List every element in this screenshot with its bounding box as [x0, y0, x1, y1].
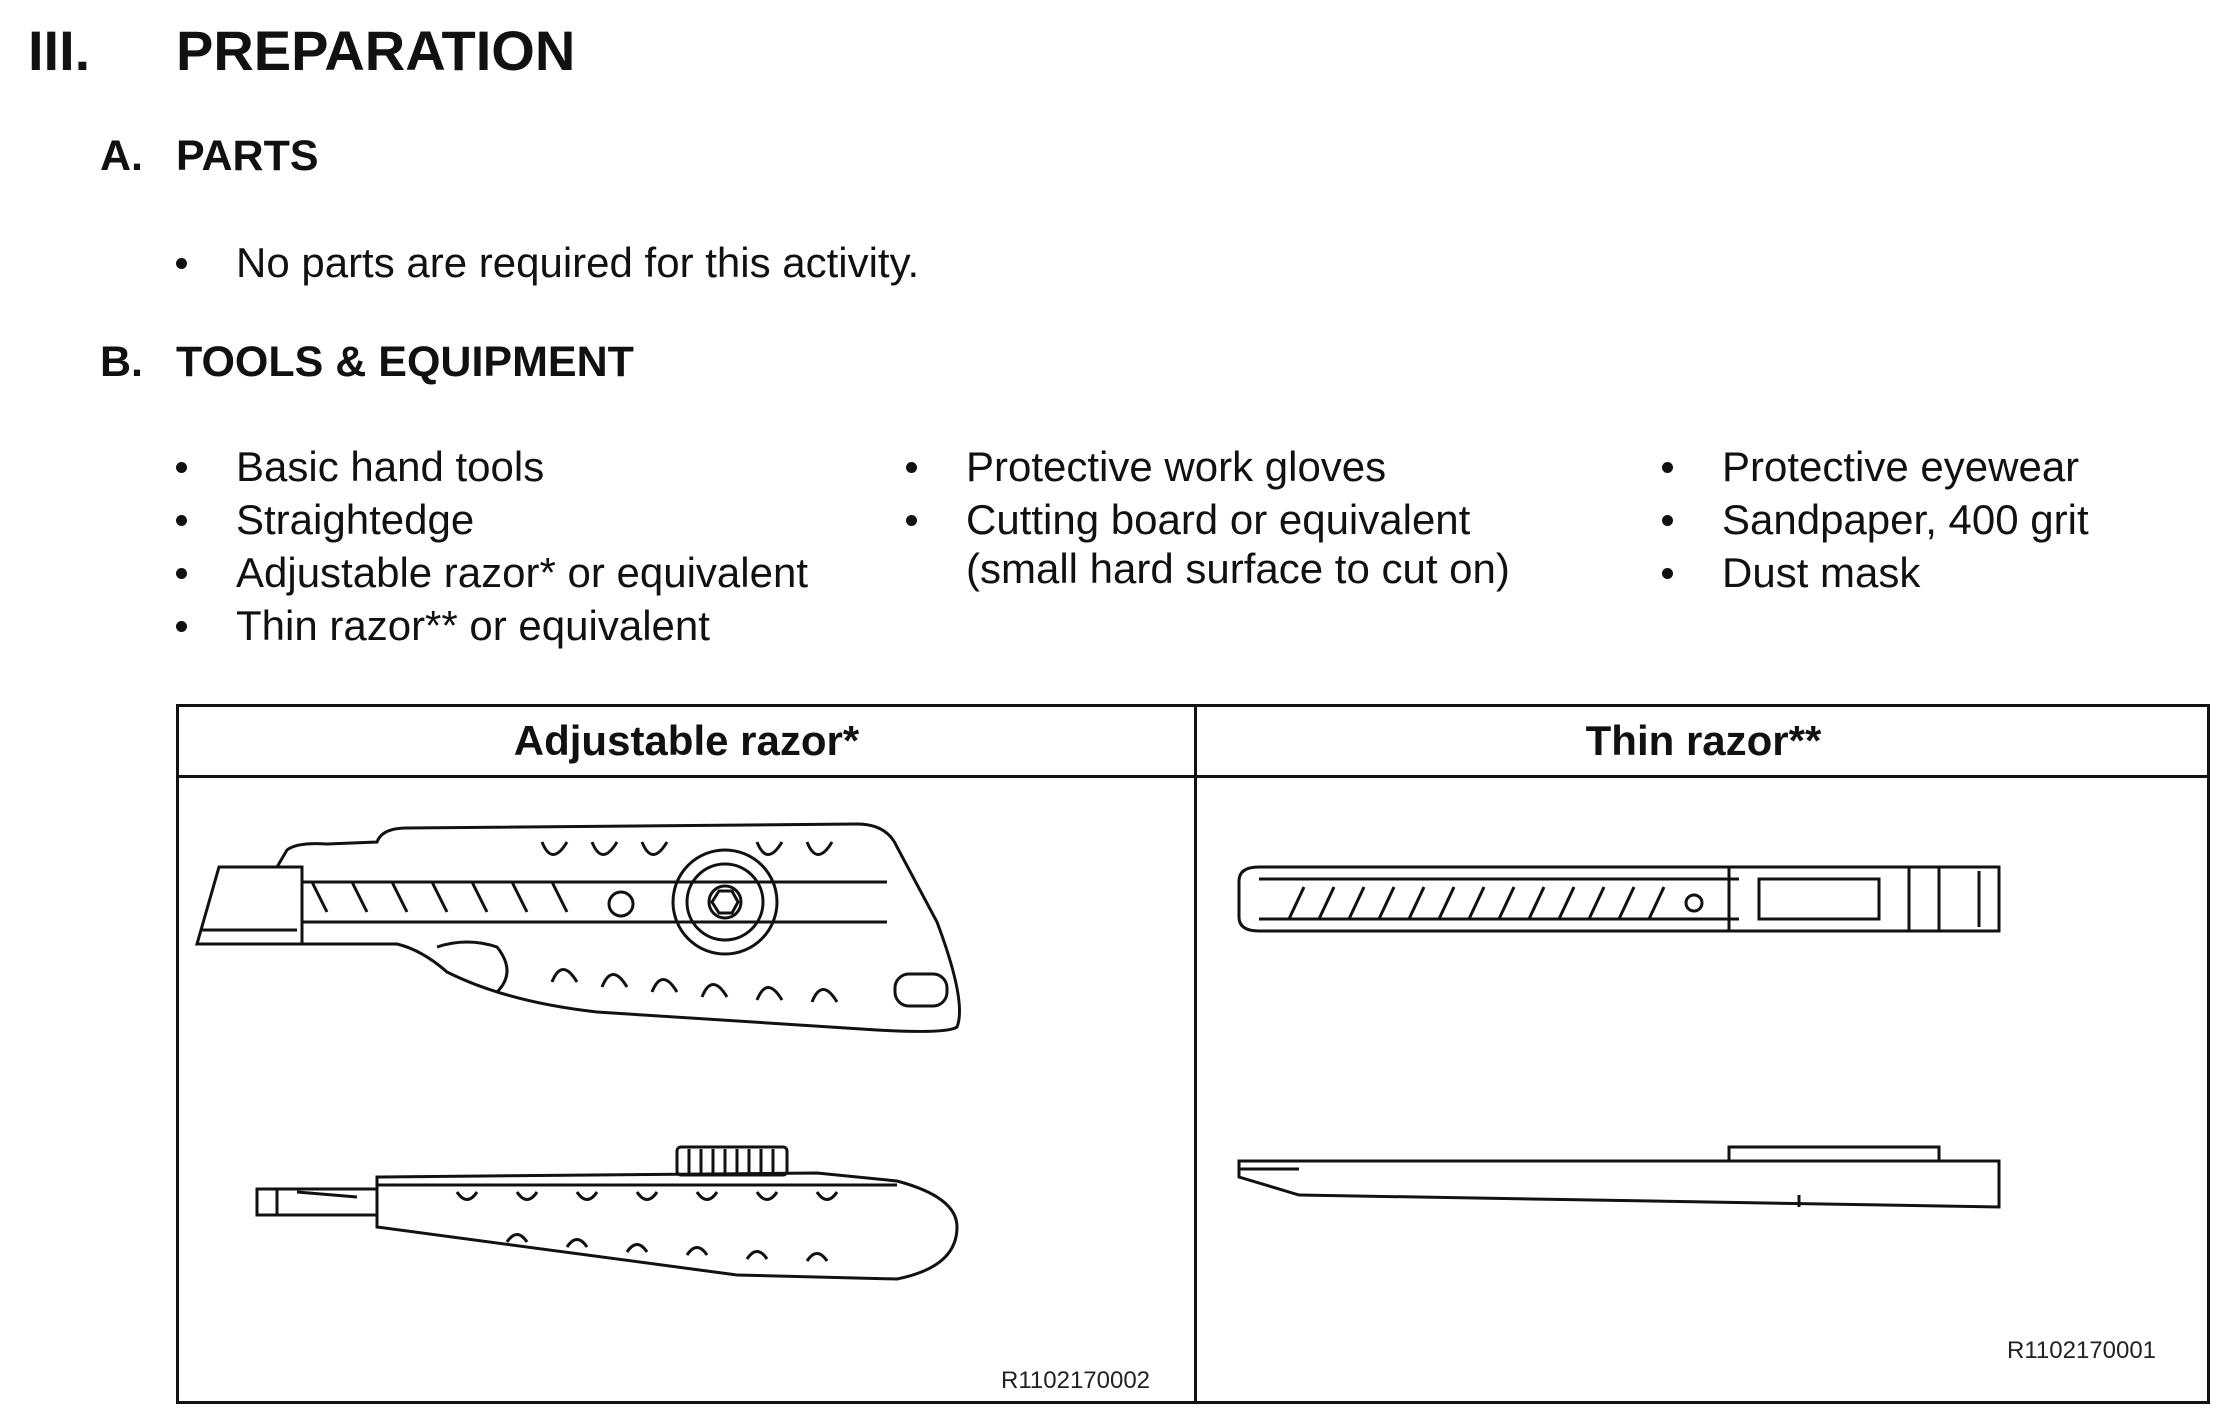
tool-item: Protective eyewear — [1662, 440, 2089, 493]
parts-list: No parts are required for this activity. — [176, 236, 919, 289]
tool-item: Cutting board or equivalent (small hard … — [906, 493, 1510, 595]
tools-letter: B. — [100, 338, 143, 386]
parts-title: PARTS — [176, 132, 319, 180]
tool-item: Adjustable razor* or equivalent — [176, 546, 808, 599]
adjustable-razor-header: Adjustable razor* — [513, 717, 860, 764]
adjustable-razor-figure-code: R1102170002 — [1001, 1367, 1151, 1394]
thin-razor-header: Thin razor** — [1585, 717, 1822, 764]
parts-item: No parts are required for this activity. — [176, 236, 919, 289]
tool-item-line: Cutting board or equivalent — [966, 496, 1471, 543]
thin-razor-top-illustration — [1239, 1147, 2019, 1217]
section-number: III. — [28, 19, 91, 82]
thin-razor-figure-code: R1102170001 — [2007, 1337, 2157, 1364]
tools-list-col3: Protective eyewear Sandpaper, 400 grit D… — [1662, 440, 2089, 599]
tool-item: Thin razor** or equivalent — [176, 599, 808, 652]
thin-razor-side-illustration — [1239, 857, 2019, 947]
table-header-divider — [179, 775, 2207, 778]
tool-item: Sandpaper, 400 grit — [1662, 493, 2089, 546]
tools-list-col1: Basic hand tools Straightedge Adjustable… — [176, 440, 808, 652]
adjustable-razor-top-illustration — [257, 1147, 1017, 1287]
tools-title: TOOLS & EQUIPMENT — [176, 338, 634, 386]
tool-item: Dust mask — [1662, 546, 2089, 599]
parts-letter: A. — [100, 132, 143, 180]
tool-item: Straightedge — [176, 493, 808, 546]
tool-item-line: (small hard surface to cut on) — [966, 545, 1510, 592]
tool-item: Basic hand tools — [176, 440, 808, 493]
section-title: PREPARATION — [176, 19, 576, 82]
tools-list-col2: Protective work gloves Cutting board or … — [906, 440, 1510, 595]
razor-figure-table: Adjustable razor* Thin razor** — [176, 704, 2210, 1404]
table-column-divider — [1194, 707, 1197, 1401]
tool-item: Protective work gloves — [906, 440, 1510, 493]
adjustable-razor-side-illustration — [197, 822, 1017, 1047]
